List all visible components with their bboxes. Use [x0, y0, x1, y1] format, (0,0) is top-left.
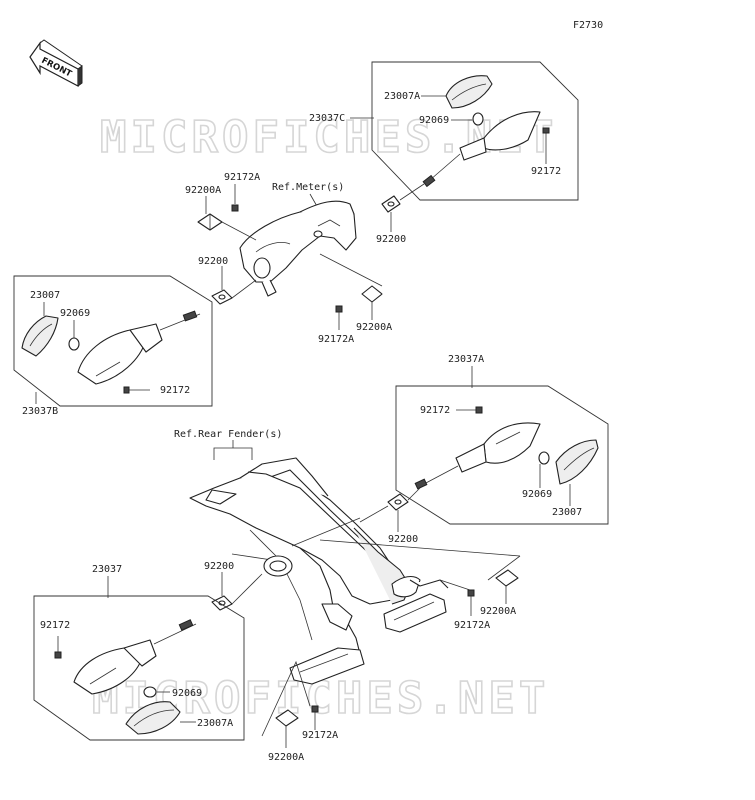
- ref-meter-label: Ref.Meter(s): [272, 182, 344, 193]
- grommet-92200-right: [387, 493, 409, 511]
- screw-92172A-mid: [335, 305, 343, 313]
- lens-23007-right: [555, 439, 599, 485]
- bracket-92200A-bc: [275, 709, 299, 727]
- label-23037C: 23037C: [309, 113, 345, 124]
- label-92172-top: 92172: [531, 166, 561, 177]
- bulb-92069-left: [68, 337, 80, 351]
- label-92172-right: 92172: [420, 405, 450, 416]
- label-92200A-tl: 92200A: [185, 185, 221, 196]
- grommet-ring-fender: [263, 555, 293, 577]
- group-box-23037A: [395, 385, 609, 525]
- bulb-92069-bl: [143, 686, 157, 698]
- label-23007A-top: 23007A: [384, 91, 420, 102]
- group-box-23037C: [371, 61, 579, 201]
- label-23007A-bl: 23007A: [197, 718, 233, 729]
- label-92172A-rb: 92172A: [454, 620, 490, 631]
- label-92200-left: 92200: [198, 256, 228, 267]
- label-92200A-bc: 92200A: [268, 752, 304, 763]
- lens-23007A-top: [445, 75, 493, 109]
- bracket-92200A-tl: [197, 213, 223, 231]
- group-box-23037: [33, 595, 245, 741]
- turn-signal-right: [414, 422, 541, 490]
- label-92069-left: 92069: [60, 308, 90, 319]
- turn-signal-left: [77, 310, 201, 385]
- screw-92172A-rb: [467, 589, 475, 597]
- screw-92172A-bc: [311, 705, 319, 713]
- label-92172-left: 92172: [160, 385, 190, 396]
- ref-rear-fender-label: Ref.Rear Fender(s): [174, 429, 282, 440]
- bracket-92200A-rb: [495, 569, 519, 587]
- label-92200-right: 92200: [388, 534, 418, 545]
- lens-23007-left: [21, 315, 59, 357]
- turn-signal-top-right: [422, 111, 541, 188]
- grommet-92200-left: [211, 289, 233, 305]
- bulb-92069-right: [538, 451, 550, 465]
- label-92172A-bc: 92172A: [302, 730, 338, 741]
- turn-signal-bl: [73, 619, 197, 695]
- label-92069-bl: 92069: [172, 688, 202, 699]
- label-92200-top: 92200: [376, 234, 406, 245]
- label-23007-right: 23007: [552, 507, 582, 518]
- grommet-92200-bl: [211, 595, 233, 611]
- rear-fender: [189, 457, 449, 685]
- label-92200-bl: 92200: [204, 561, 234, 572]
- grommet-92200-top: [381, 195, 401, 213]
- screw-92172-left: [123, 386, 150, 394]
- label-92069-right: 92069: [522, 489, 552, 500]
- bracket-92200A-mid: [361, 285, 383, 303]
- label-23037B: 23037B: [22, 406, 58, 417]
- meter-bracket: [239, 200, 357, 297]
- front-arrow-icon: FRONT: [29, 39, 83, 87]
- bulb-92069-top: [472, 112, 484, 126]
- label-23037: 23037: [92, 564, 122, 575]
- label-92172A-mid: 92172A: [318, 334, 354, 345]
- screw-92172A-tl: [231, 204, 239, 212]
- label-92200A-rb: 92200A: [480, 606, 516, 617]
- label-92069-top: 92069: [419, 115, 449, 126]
- screw-92172-top: [542, 127, 550, 144]
- figure-code: F2730: [573, 20, 603, 31]
- label-92200A-mid: 92200A: [356, 322, 392, 333]
- label-23037A: 23037A: [448, 354, 484, 365]
- lens-23007A-bl: [125, 701, 181, 735]
- group-box-23037B: [13, 275, 213, 407]
- label-23007-left: 23007: [30, 290, 60, 301]
- label-92172A-tl: 92172A: [224, 172, 260, 183]
- screw-92172-right: [456, 406, 483, 414]
- label-92172-bl: 92172: [40, 620, 70, 631]
- screw-92172-bl: [54, 636, 62, 659]
